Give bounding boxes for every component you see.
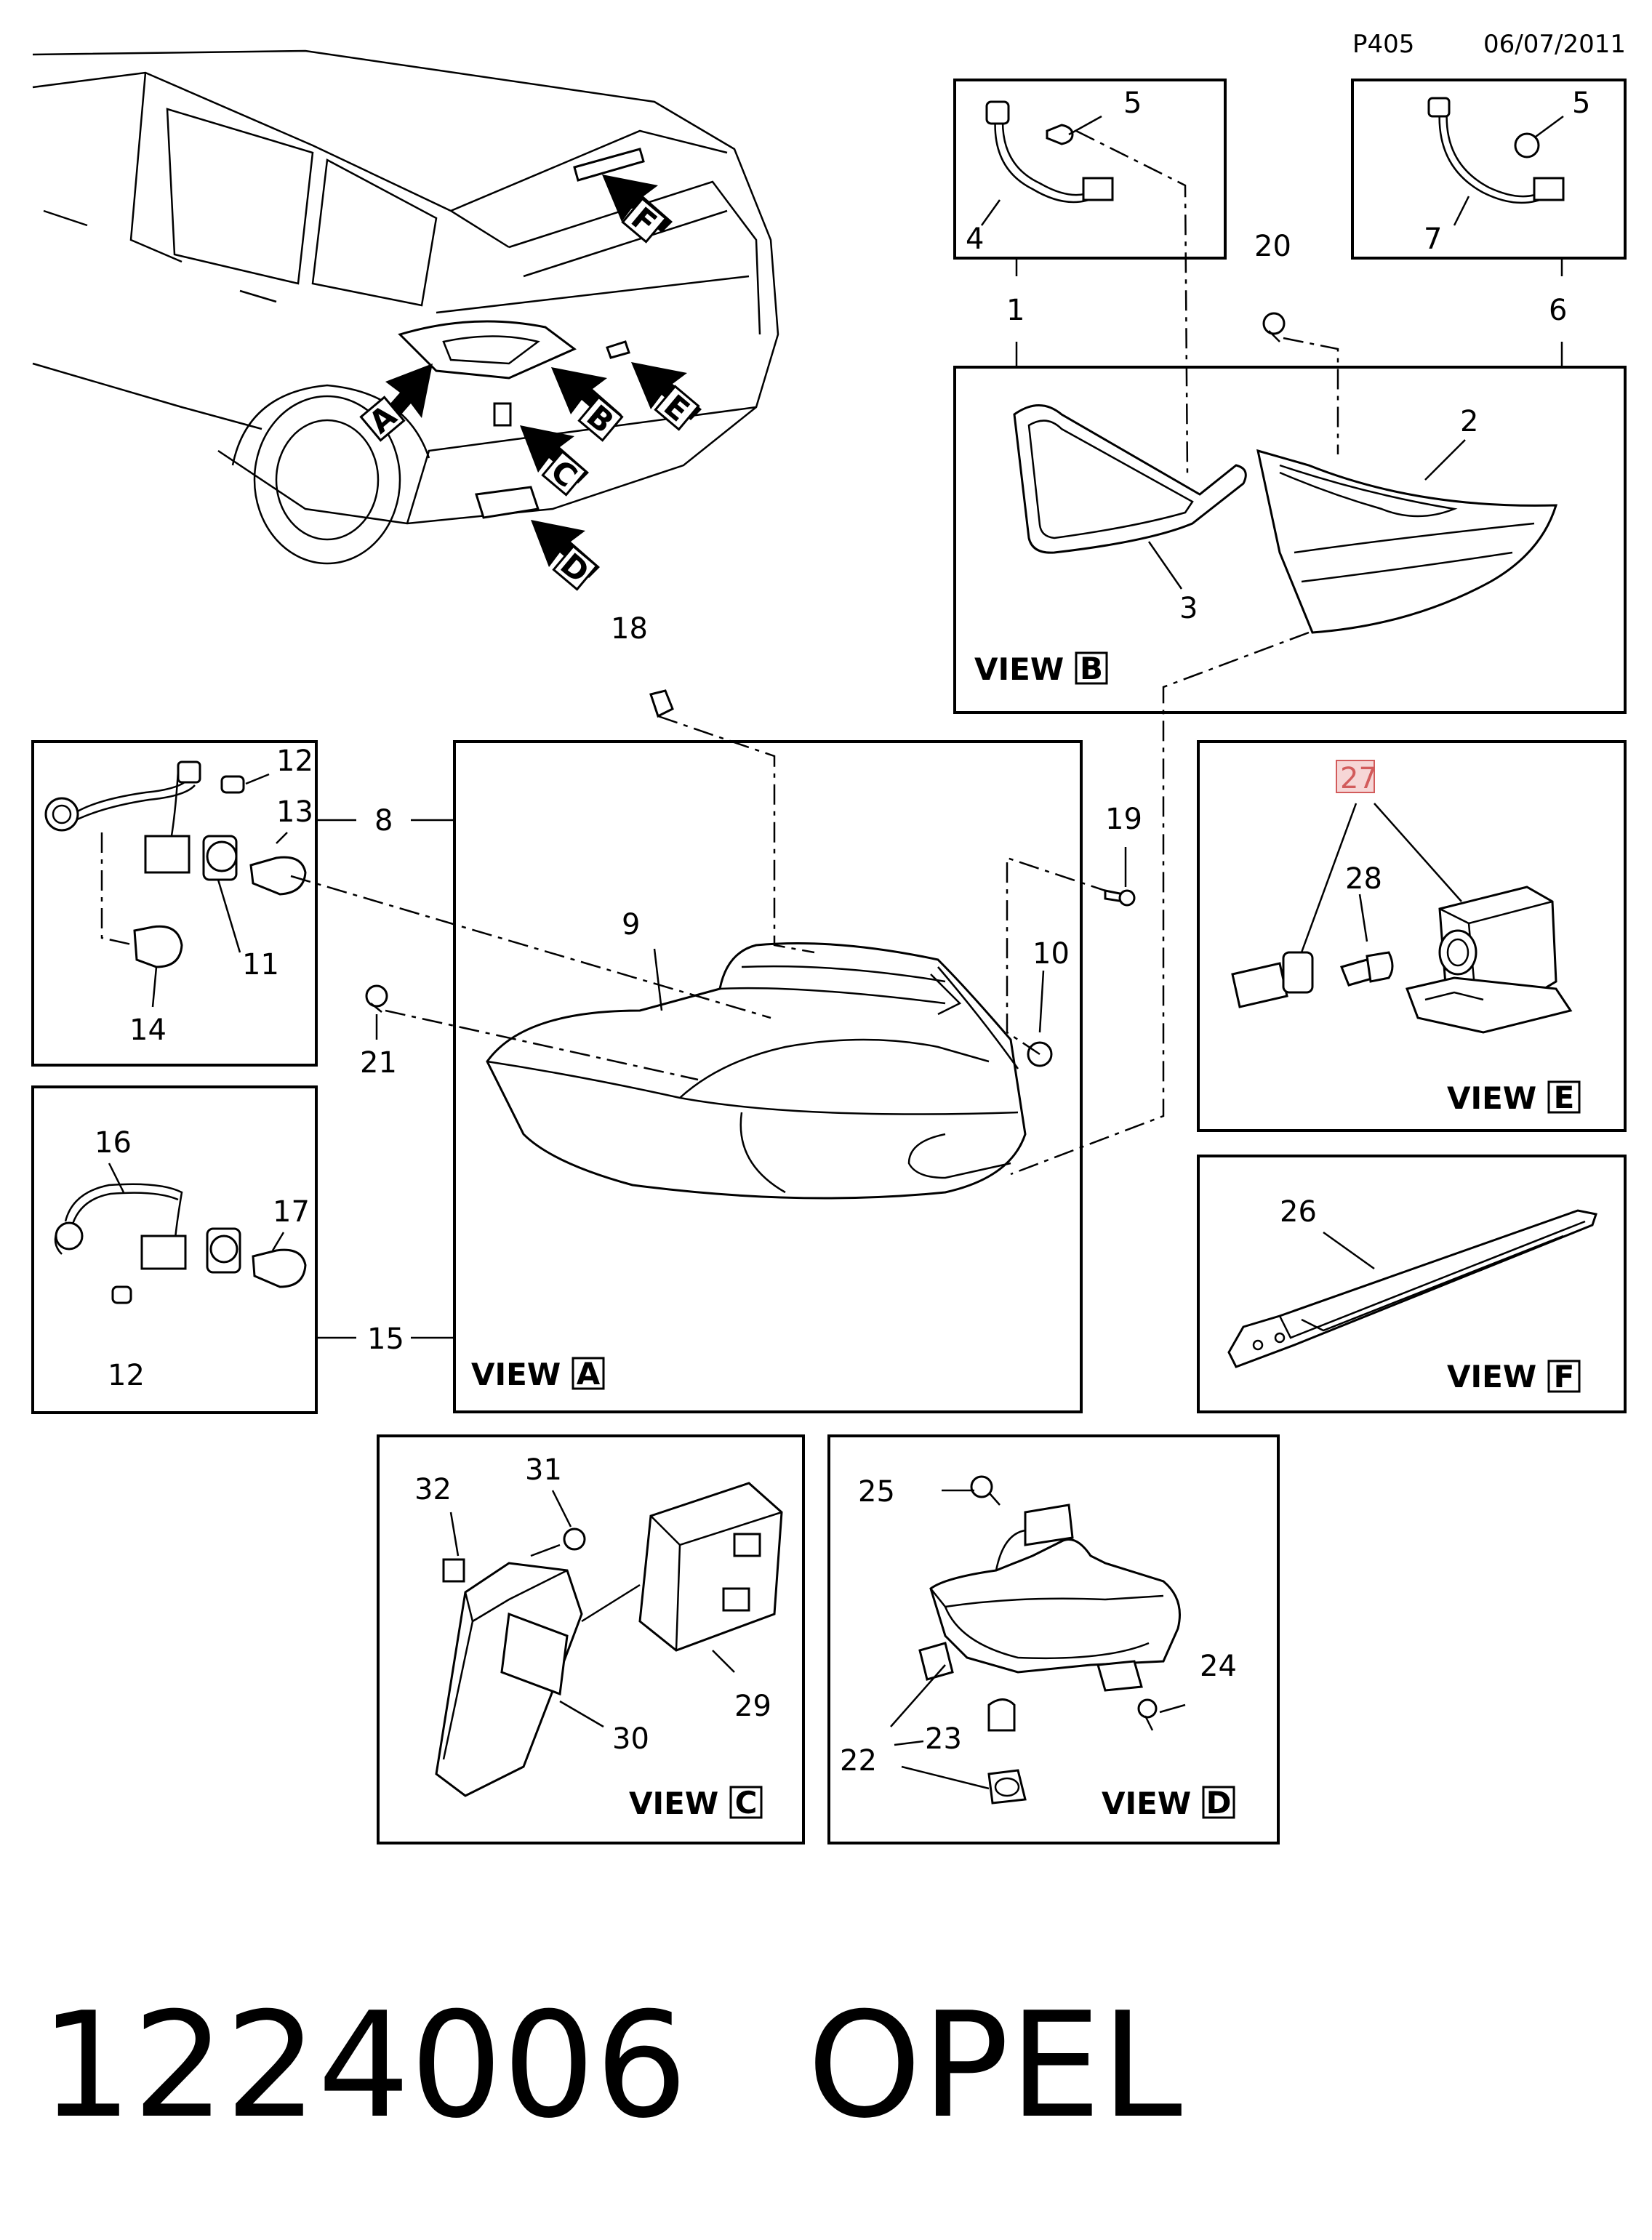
view-b-prefix: VIEW	[974, 651, 1064, 687]
car-callout-d: D	[554, 546, 596, 590]
car-arrow-c: C	[520, 425, 589, 497]
callout-17: 17	[273, 1195, 310, 1229]
car-arrow-f: F	[602, 174, 673, 244]
car-arrow-d: D	[531, 520, 600, 591]
part-20-clip: 20	[1254, 230, 1291, 342]
callout-13: 13	[276, 795, 313, 829]
car-rear-outline-icon	[32, 49, 779, 565]
footer-part-number: 1224006	[40, 1981, 688, 2151]
car-callout-c: C	[544, 453, 584, 494]
detail-box-8: 12 13 11 14	[31, 740, 318, 1067]
callout-15: 15	[367, 1322, 404, 1356]
callout-20: 20	[1254, 230, 1291, 263]
callout-19: 19	[1105, 803, 1142, 836]
view-a-letter: A	[577, 1356, 601, 1392]
callout-25: 25	[858, 1475, 895, 1509]
callout-6: 6	[1549, 294, 1567, 327]
view-f-letter: F	[1554, 1359, 1575, 1394]
callout-14: 14	[129, 1013, 167, 1047]
callout-2: 2	[1460, 405, 1478, 438]
car-arrow-b: B	[551, 367, 624, 442]
view-b: 2 3 VIEW B	[953, 366, 1627, 714]
car-callout-b: B	[580, 398, 621, 440]
bulb-icon	[1514, 132, 1540, 158]
callout-30: 30	[612, 1722, 649, 1756]
view-e: 27 28 VIEW E	[1197, 740, 1627, 1132]
callout-12-a: 12	[276, 744, 313, 778]
callout-9: 9	[622, 908, 640, 942]
view-d-prefix: VIEW	[1102, 1786, 1191, 1821]
view-f-prefix: VIEW	[1447, 1359, 1536, 1394]
car-arrow-e: E	[631, 362, 702, 431]
footer-brand: OPEL	[807, 1981, 1182, 2151]
part-19-screw: 19	[1104, 803, 1142, 907]
callout-24: 24	[1200, 1650, 1237, 1683]
view-e-letter: E	[1554, 1080, 1575, 1115]
callout-32: 32	[414, 1473, 452, 1506]
callout-21: 21	[360, 1046, 397, 1080]
callout-11: 11	[242, 948, 279, 981]
callout-12-b: 12	[108, 1359, 145, 1392]
callout-5-b: 5	[1572, 87, 1590, 120]
callout-29: 29	[734, 1690, 771, 1723]
part-18-clip: 18	[611, 612, 674, 718]
callout-22: 22	[840, 1744, 877, 1778]
header-code: P405	[1352, 30, 1414, 59]
part-21-clip: 21	[360, 984, 397, 1080]
bulb-icon	[1046, 124, 1074, 145]
view-c-letter: C	[735, 1785, 758, 1820]
callout-7: 7	[1424, 222, 1442, 256]
view-c-prefix: VIEW	[629, 1786, 718, 1821]
callout-23: 23	[925, 1722, 962, 1756]
view-a-prefix: VIEW	[471, 1357, 561, 1392]
callout-5-a: 5	[1123, 87, 1142, 120]
callout-26: 26	[1280, 1195, 1317, 1229]
view-e-prefix: VIEW	[1447, 1080, 1536, 1116]
callout-3: 3	[1179, 592, 1198, 625]
callout-4: 4	[966, 222, 984, 256]
callout-18: 18	[611, 612, 648, 646]
view-d: 25 24 23 22 VIEW D	[827, 1434, 1280, 1844]
detail-box-harness-1: 5 4	[953, 79, 1227, 260]
car-arrow-a: A	[359, 364, 433, 442]
view-a: 9 10 VIEW A	[290, 715, 1117, 1413]
bulb-icon	[133, 925, 183, 968]
detail-box-15: 16 17 12	[31, 1085, 318, 1414]
callout-31: 31	[525, 1453, 562, 1487]
view-d-letter: D	[1206, 1785, 1232, 1820]
bulb-icon	[987, 1698, 1016, 1732]
view-b-letter: B	[1080, 651, 1103, 686]
callout-10: 10	[1032, 937, 1070, 971]
callout-8: 8	[374, 804, 393, 838]
callout-1: 1	[1006, 294, 1025, 327]
view-c: 32 31 29 30 VIEW C	[377, 1434, 805, 1844]
car-overview: A B C D E F	[32, 49, 779, 591]
header-date: 06/07/2011	[1483, 30, 1626, 59]
detail-box-harness-2: 5 7	[1351, 79, 1627, 260]
callout-27: 27	[1340, 762, 1377, 795]
callout-16: 16	[95, 1126, 132, 1160]
callout-28: 28	[1345, 862, 1382, 896]
view-f: 26 VIEW F	[1197, 1155, 1627, 1413]
